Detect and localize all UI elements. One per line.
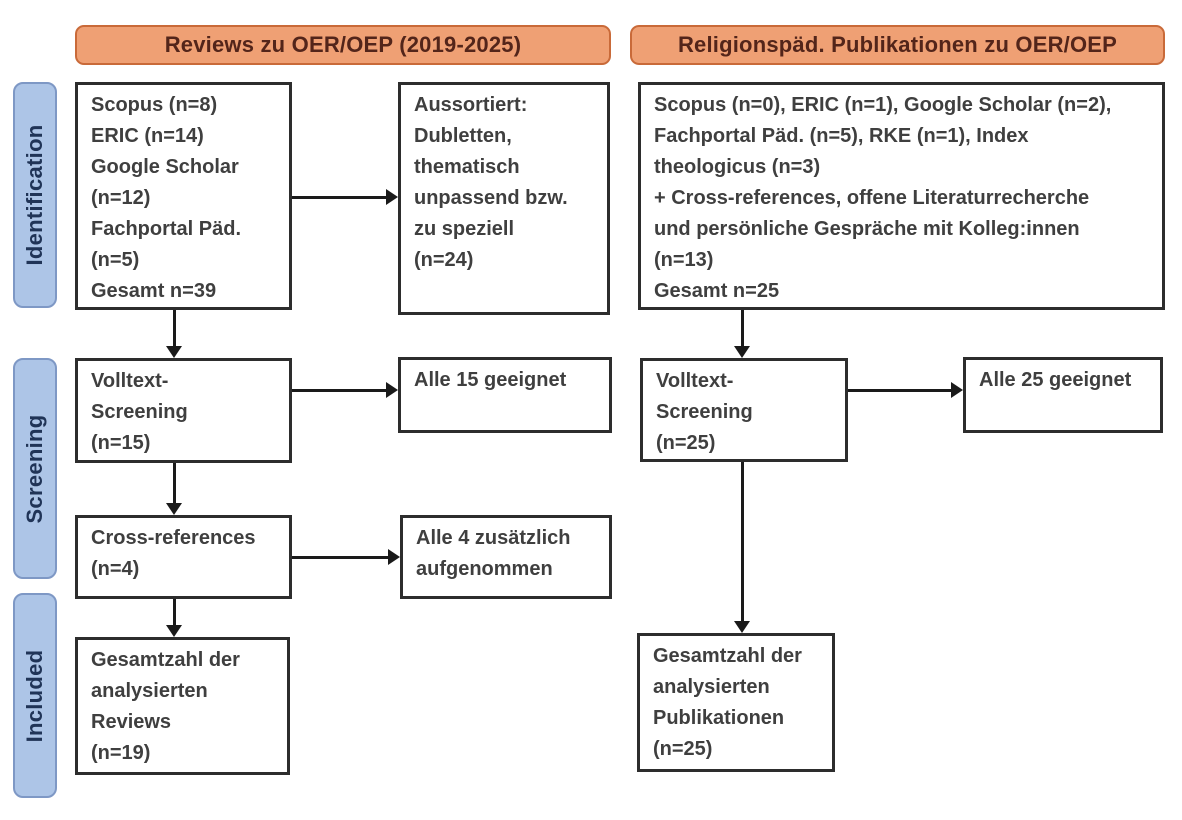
arrow-left-fulltext-to-result: [292, 382, 398, 398]
column-header-reviews: Reviews zu OER/OEP (2019-2025): [75, 25, 611, 65]
box-right-fulltext-result: Alle 25 geeignet: [963, 357, 1163, 433]
arrow-left-sources-to-excluded: [292, 189, 398, 205]
arrow-right-fulltext-to-result: [848, 382, 963, 398]
stage-included: Included: [13, 593, 57, 798]
arrow-right-fulltext-to-included: [734, 462, 750, 633]
box-left-included: Gesamtzahl der analysierten Reviews (n=1…: [75, 637, 290, 775]
box-left-fulltext-result: Alle 15 geeignet: [398, 357, 612, 433]
column-header-religionspaed: Religionspäd. Publikationen zu OER/OEP: [630, 25, 1165, 65]
stage-screening: Screening: [13, 358, 57, 579]
stage-included-label: Included: [22, 649, 47, 742]
arrow-left-crossref-to-result: [292, 549, 400, 565]
arrow-left-sources-to-fulltext: [166, 310, 182, 358]
box-left-sources: Scopus (n=8) ERIC (n=14) Google Scholar …: [75, 82, 292, 310]
box-left-crossref-result: Alle 4 zusätzlich aufgenommen: [400, 515, 612, 599]
box-left-excluded: Aussortiert: Dubletten, thematisch unpas…: [398, 82, 610, 315]
arrow-left-crossref-to-included: [166, 599, 182, 637]
box-right-included: Gesamtzahl der analysierten Publikatione…: [637, 633, 835, 772]
stage-identification-label: Identification: [22, 124, 47, 266]
box-right-fulltext-screening: Volltext- Screening (n=25): [640, 358, 848, 462]
stage-identification: Identification: [13, 82, 57, 308]
box-right-sources: Scopus (n=0), ERIC (n=1), Google Scholar…: [638, 82, 1165, 310]
arrow-left-fulltext-to-crossref: [166, 463, 182, 515]
box-left-crossref: Cross-references (n=4): [75, 515, 292, 599]
box-left-fulltext-screening: Volltext- Screening (n=15): [75, 358, 292, 463]
stage-screening-label: Screening: [22, 413, 47, 524]
arrow-right-sources-to-fulltext: [734, 310, 750, 358]
